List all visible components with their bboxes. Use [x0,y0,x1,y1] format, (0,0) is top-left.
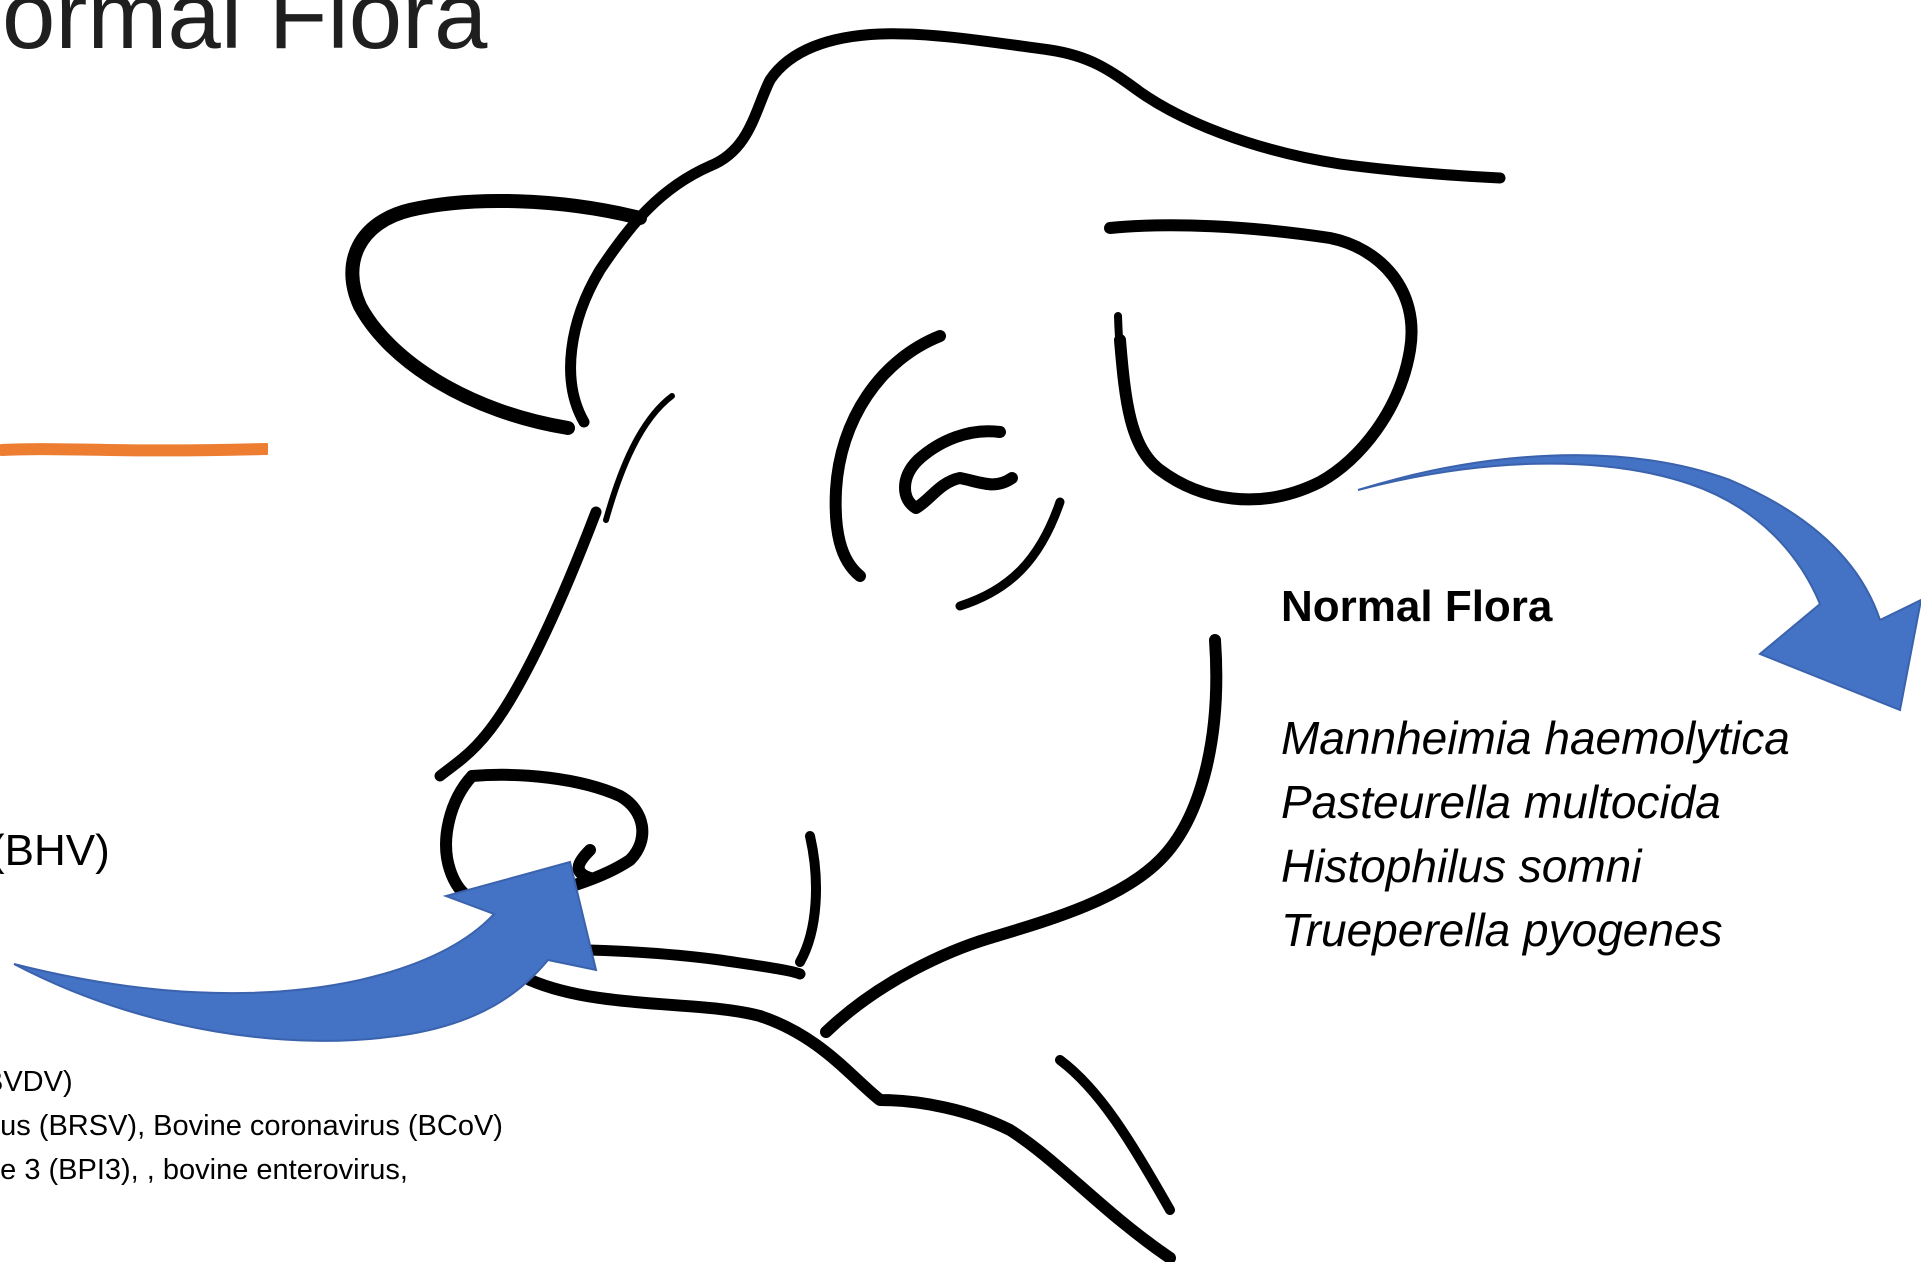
curved-arrow-up-right-icon [14,862,596,1041]
virus-list: BVDV) irus (BRSV), Bovine coronavirus (B… [0,1060,503,1192]
jaw-line [800,836,816,962]
face-front-line [440,512,596,776]
list-item: Pasteurella multocida [1281,770,1790,834]
chin-line [530,980,1170,1258]
herpesvirus-label: (BHV) [0,826,110,876]
normal-flora-heading: Normal Flora [1281,582,1552,632]
eye-crease [960,502,1060,606]
cheek-line [826,640,1216,1032]
cow-head-icon [352,34,1500,1258]
forehead-crease [606,396,672,520]
normal-flora-list: Mannheimia haemolytica Pasteurella multo… [1281,706,1790,962]
list-item: Trueperella pyogenes [1281,898,1790,962]
list-item: pe 3 (BPI3), , bovine enterovirus, [0,1148,503,1192]
list-item: Histophilus somni [1281,834,1790,898]
right-ear [1110,225,1412,499]
list-item: BVDV) [0,1060,503,1104]
eye-icon [905,431,1012,508]
forehead-outline [571,34,1500,422]
list-item: Mannheimia haemolytica [1281,706,1790,770]
list-item: irus (BRSV), Bovine coronavirus (BCoV) [0,1104,503,1148]
left-ear [352,201,640,428]
nostril [579,850,590,878]
